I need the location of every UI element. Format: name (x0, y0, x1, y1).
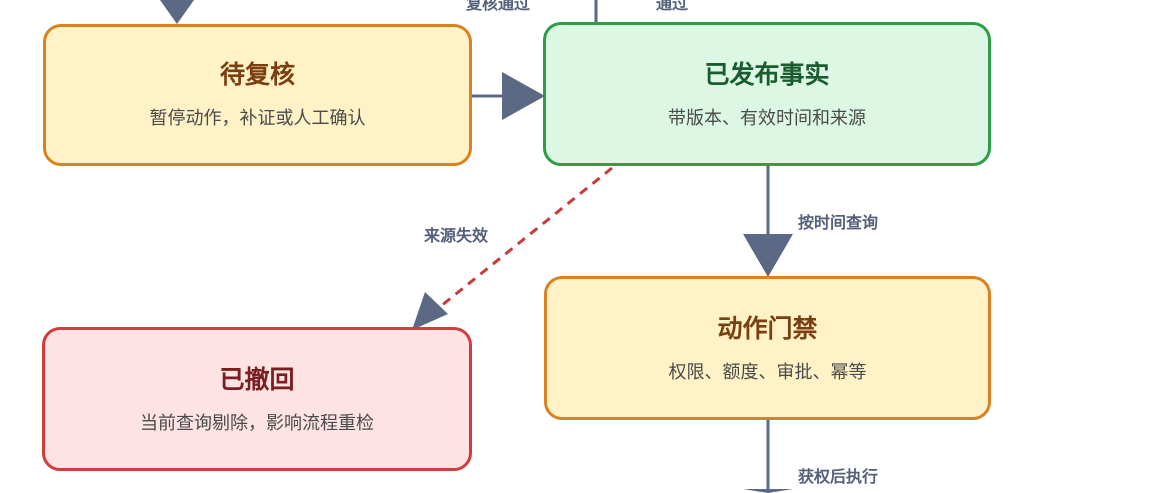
node-published-fact-subtitle: 带版本、有效时间和来源 (668, 108, 866, 129)
incoming-edge-arrowhead (160, 0, 194, 24)
node-action-gate: 动作门禁 权限、额度、审批、幂等 (544, 276, 991, 420)
fact-to-withdrawn-dashed-line (440, 166, 613, 308)
edge-label-source-invalid: 来源失效 (424, 226, 489, 245)
fact-to-gate-arrowhead (743, 234, 793, 277)
node-action-gate-subtitle: 权限、额度、审批、幂等 (668, 362, 867, 383)
node-pending-review: 待复核 暂停动作，补证或人工确认 (43, 24, 472, 166)
node-pending-review-title: 待复核 (219, 60, 295, 89)
node-withdrawn-subtitle: 当前查询剔除，影响流程重检 (140, 413, 374, 434)
node-pending-review-subtitle: 暂停动作，补证或人工确认 (149, 108, 366, 129)
fact-to-withdrawn-arrowhead (412, 292, 448, 330)
node-withdrawn-title: 已撤回 (219, 365, 295, 394)
edge-label-query-by-time: 按时间查询 (798, 213, 879, 232)
node-published-fact: 已发布事实 带版本、有效时间和来源 (543, 22, 991, 166)
node-published-fact-title: 已发布事实 (704, 60, 830, 89)
edge-label-passed: 通过 (656, 0, 689, 13)
node-action-gate-title: 动作门禁 (717, 314, 818, 343)
review-to-fact-arrowhead (502, 72, 545, 120)
edge-label-review-passed: 复核通过 (466, 0, 531, 13)
node-withdrawn: 已撤回 当前查询剔除，影响流程重检 (42, 327, 472, 471)
edge-label-execute-after-auth: 获权后执行 (798, 467, 879, 486)
gate-to-execute-arrowhead (743, 489, 793, 493)
